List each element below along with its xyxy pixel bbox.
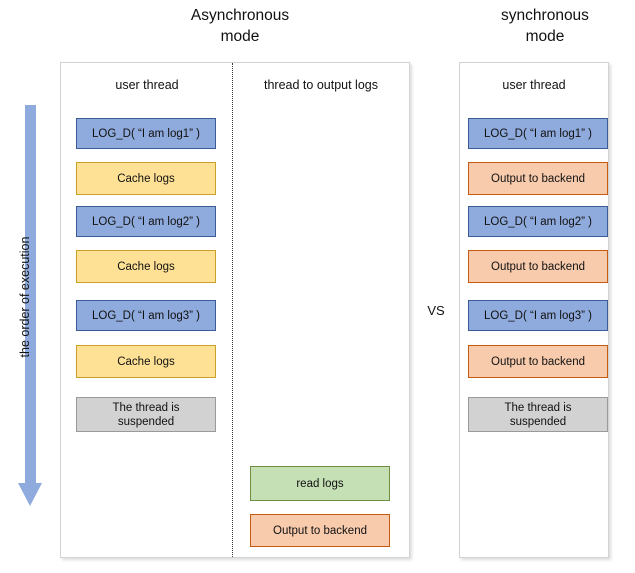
sync-step-output-to-backend-3[interactable]: Output to backend [468,345,608,378]
sync-step-thread-suspended[interactable]: The thread is suspended [468,397,608,432]
order-of-execution-label: the order of execution [18,236,32,358]
async-user-thread-heading: user thread [115,78,179,92]
sync-user-thread-heading: user thread [502,78,566,92]
thread-divider [232,63,233,557]
order-of-execution-arrow-head [18,483,42,506]
sync-step-log2[interactable]: LOG_D( “I am log2” ) [468,206,608,237]
async-step-thread-suspended[interactable]: The thread is suspended [76,397,216,432]
async-step-log1[interactable]: LOG_D( “I am log1” ) [76,118,216,149]
sync-step-log3[interactable]: LOG_D( “I am log3” ) [468,300,608,331]
async-step-log3[interactable]: LOG_D( “I am log3” ) [76,300,216,331]
async-step-output-to-backend[interactable]: Output to backend [250,514,390,547]
sync-mode-title: synchronous mode [501,7,589,45]
async-step-read-logs[interactable]: read logs [250,466,390,501]
async-step-cache-logs-3[interactable]: Cache logs [76,345,216,378]
output-thread-heading: thread to output logs [264,78,378,92]
vs-label: VS [427,303,445,318]
async-step-cache-logs-1[interactable]: Cache logs [76,162,216,195]
async-step-cache-logs-2[interactable]: Cache logs [76,250,216,283]
sync-step-output-to-backend-1[interactable]: Output to backend [468,162,608,195]
sync-step-log1[interactable]: LOG_D( “I am log1” ) [468,118,608,149]
sync-step-output-to-backend-2[interactable]: Output to backend [468,250,608,283]
async-mode-title: Asynchronous mode [190,7,290,45]
async-step-log2[interactable]: LOG_D( “I am log2” ) [76,206,216,237]
order-of-execution-arrow-shaft [25,105,36,485]
